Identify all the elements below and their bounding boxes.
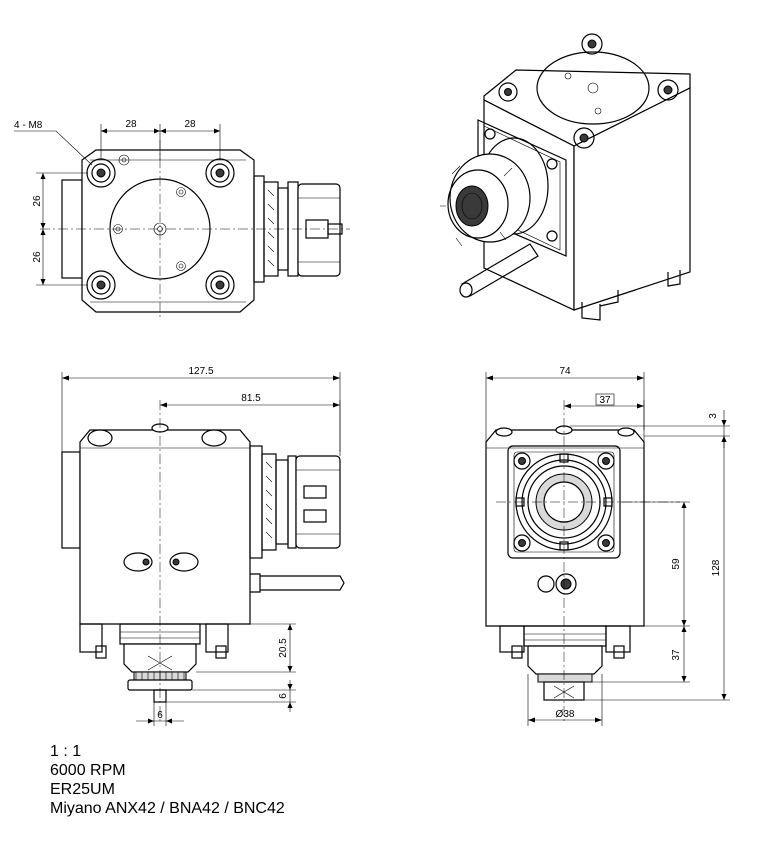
scale-note: 1 : 1: [50, 743, 82, 760]
dim-center-height: 59: [671, 558, 682, 570]
side-view: 127.5 81.5 20.5 6 6: [61, 366, 345, 726]
thread-callout: 4 - M8: [14, 120, 43, 131]
dim-width: 74: [559, 366, 571, 377]
top-view: 28 28 26 26 4 - M8: [14, 119, 350, 320]
dim-shank-width: 6: [157, 710, 163, 721]
dim-lower-height: 37: [671, 649, 682, 661]
technical-drawing: 28 28 26 26 4 - M8: [14, 33, 730, 726]
dim-shank-step: 6: [278, 693, 289, 699]
drawing-notes: 1 : 1 6000 RPM ER25UM Miyano ANX42 / BNA…: [50, 742, 285, 818]
collet-note: ER25UM: [50, 781, 115, 798]
isometric-view: [440, 33, 691, 321]
dim-shank-height: 20.5: [278, 638, 289, 658]
dim-overall-height: 128: [711, 559, 722, 576]
dim-top-gap: 3: [708, 413, 719, 419]
dim-26-top: 26: [32, 195, 43, 207]
dim-shank-diameter: Ø38: [556, 709, 575, 720]
front-view: 74 37 3 59 37 128 Ø38: [485, 366, 730, 726]
dim-28-right: 28: [184, 119, 196, 130]
speed-note: 6000 RPM: [50, 762, 126, 779]
dim-28-left: 28: [125, 119, 137, 130]
dim-center-offset: 37: [599, 395, 611, 406]
machine-note: Miyano ANX42 / BNA42 / BNC42: [50, 800, 285, 817]
dim-26-bottom: 26: [32, 251, 43, 263]
dim-nose-length: 81.5: [241, 393, 261, 404]
dim-overall-length: 127.5: [188, 366, 213, 377]
